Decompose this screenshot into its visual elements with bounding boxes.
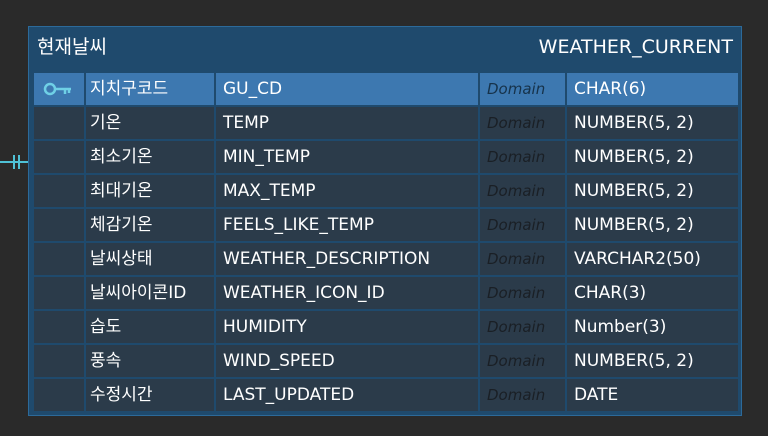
column-physical-name: WEATHER_ICON_ID xyxy=(216,277,478,309)
key-cell xyxy=(34,209,84,241)
column-physical-name: MIN_TEMP xyxy=(216,141,478,173)
key-cell xyxy=(34,277,84,309)
column-data-type: CHAR(3) xyxy=(567,277,738,309)
column-physical-name: FEELS_LIKE_TEMP xyxy=(216,209,478,241)
column-domain: Domain xyxy=(480,277,565,309)
key-cell xyxy=(34,141,84,173)
column-domain: Domain xyxy=(480,175,565,207)
column-logical-name: 풍속 xyxy=(86,345,214,377)
column-domain: Domain xyxy=(480,107,565,139)
key-cell xyxy=(34,73,84,105)
column-domain: Domain xyxy=(480,379,565,411)
column-data-type: VARCHAR2(50) xyxy=(567,243,738,275)
column-logical-name: 최소기온 xyxy=(86,141,214,173)
column-physical-name: WEATHER_DESCRIPTION xyxy=(216,243,478,275)
key-cell xyxy=(34,175,84,207)
column-physical-name: HUMIDITY xyxy=(216,311,478,343)
column-domain: Domain xyxy=(480,73,565,105)
key-cell xyxy=(34,379,84,411)
key-cell xyxy=(34,311,84,343)
column-data-type: NUMBER(5, 2) xyxy=(567,209,738,241)
column-domain: Domain xyxy=(480,345,565,377)
column-data-type: NUMBER(5, 2) xyxy=(567,175,738,207)
column-data-type: NUMBER(5, 2) xyxy=(567,345,738,377)
column-logical-name: 지치구코드 xyxy=(86,73,214,105)
column-logical-name: 날씨상태 xyxy=(86,243,214,275)
column-data-type: DATE xyxy=(567,379,738,411)
key-cell xyxy=(34,107,84,139)
key-cell xyxy=(34,243,84,275)
column-logical-name: 기온 xyxy=(86,107,214,139)
column-logical-name: 습도 xyxy=(86,311,214,343)
column-logical-name: 수정시간 xyxy=(86,379,214,411)
column-domain: Domain xyxy=(480,311,565,343)
column-physical-name: MAX_TEMP xyxy=(216,175,478,207)
entity-header[interactable]: 현재날씨 WEATHER_CURRENT xyxy=(29,27,741,67)
primary-key-icon xyxy=(43,82,71,96)
column-data-type: NUMBER(5, 2) xyxy=(567,107,738,139)
column-logical-name: 날씨아이콘ID xyxy=(86,277,214,309)
column-logical-name: 최대기온 xyxy=(86,175,214,207)
column-data-type: NUMBER(5, 2) xyxy=(567,141,738,173)
key-cell xyxy=(34,345,84,377)
column-physical-name: GU_CD xyxy=(216,73,478,105)
entity-logical-name: 현재날씨 xyxy=(37,36,107,58)
entity-physical-name: WEATHER_CURRENT xyxy=(538,36,733,58)
column-logical-name: 체감기온 xyxy=(86,209,214,241)
column-physical-name: TEMP xyxy=(216,107,478,139)
column-physical-name: LAST_UPDATED xyxy=(216,379,478,411)
column-data-type: Number(3) xyxy=(567,311,738,343)
column-domain: Domain xyxy=(480,141,565,173)
column-data-type: CHAR(6) xyxy=(567,73,738,105)
column-physical-name: WIND_SPEED xyxy=(216,345,478,377)
column-domain: Domain xyxy=(480,209,565,241)
column-domain: Domain xyxy=(480,243,565,275)
